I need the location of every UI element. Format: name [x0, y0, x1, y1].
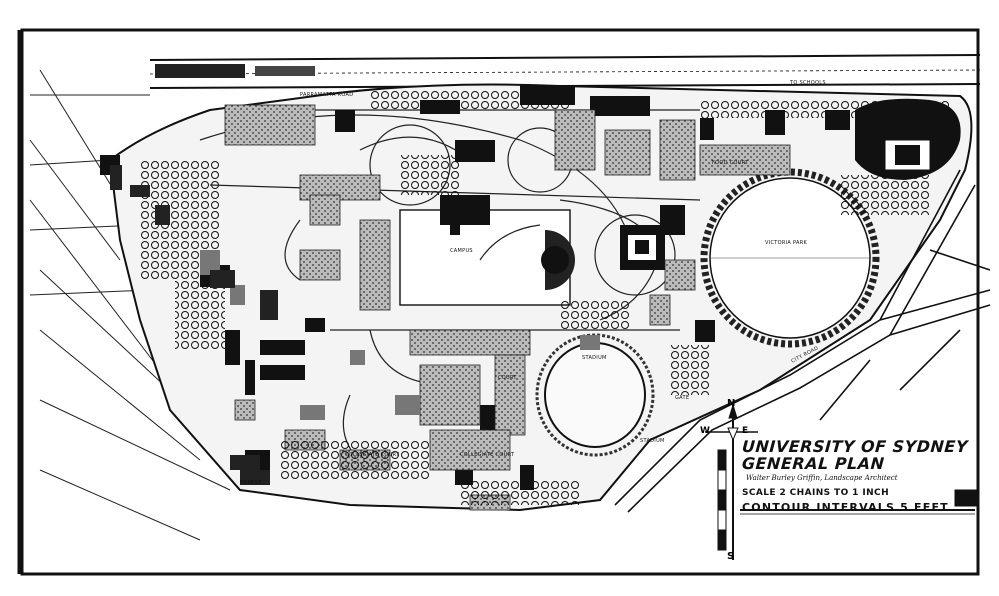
- scale-bar: [717, 449, 980, 551]
- buildings-hatched: [224, 104, 791, 511]
- compass-west-label: W: [700, 426, 710, 436]
- plan-subtitle: GENERAL PLAN: [741, 454, 886, 473]
- label-stadium-side: STADIUM: [640, 438, 665, 444]
- contour-note: CONTOUR INTERVALS 5 FEET: [742, 501, 949, 514]
- label-collegiate-court-2: COLLEGIATE COURT: [460, 452, 515, 458]
- planting-patches: [200, 250, 600, 420]
- compass-north-label: N: [727, 398, 736, 409]
- compass-south-label: S: [727, 551, 735, 562]
- west-buildings: [110, 165, 278, 485]
- label-forest: FOREST: [240, 480, 262, 486]
- compass-east-label: E: [742, 426, 749, 436]
- scale-note: SCALE 2 CHAINS TO 1 INCH: [742, 488, 889, 498]
- label-victoria-park: VICTORIA PARK: [765, 240, 808, 246]
- label-to-schools: TO SCHOOLS: [790, 80, 826, 86]
- label-collegiate-court-1: COLLEGIATE COURT: [345, 452, 400, 458]
- label-road-top: PARRAMATTA ROAD: [300, 92, 354, 98]
- architect-credit: Walter Burley Griffin, Landscape Archite…: [746, 474, 898, 482]
- top-road-block-2: [255, 66, 315, 76]
- tree-canopy: [140, 90, 950, 505]
- label-campus: CAMPUS: [450, 248, 473, 254]
- label-oval: STADIUM: [582, 355, 607, 361]
- title-block: UNIVERSITY OF SYDNEY GENERAL PLAN Walter…: [741, 437, 982, 514]
- label-court: COURT: [498, 375, 517, 381]
- top-road-block: [155, 64, 245, 78]
- victoria-park-tree-ring: [700, 168, 880, 348]
- street-grid-west: [29, 69, 231, 541]
- north-arrow: [705, 403, 758, 560]
- city-road: [614, 169, 991, 513]
- label-food-court: FOOD COURT: [712, 160, 749, 166]
- plan-title: UNIVERSITY OF SYDNEY: [741, 437, 969, 456]
- northeast-building-block: [855, 98, 961, 180]
- label-gate: GATE: [675, 395, 690, 401]
